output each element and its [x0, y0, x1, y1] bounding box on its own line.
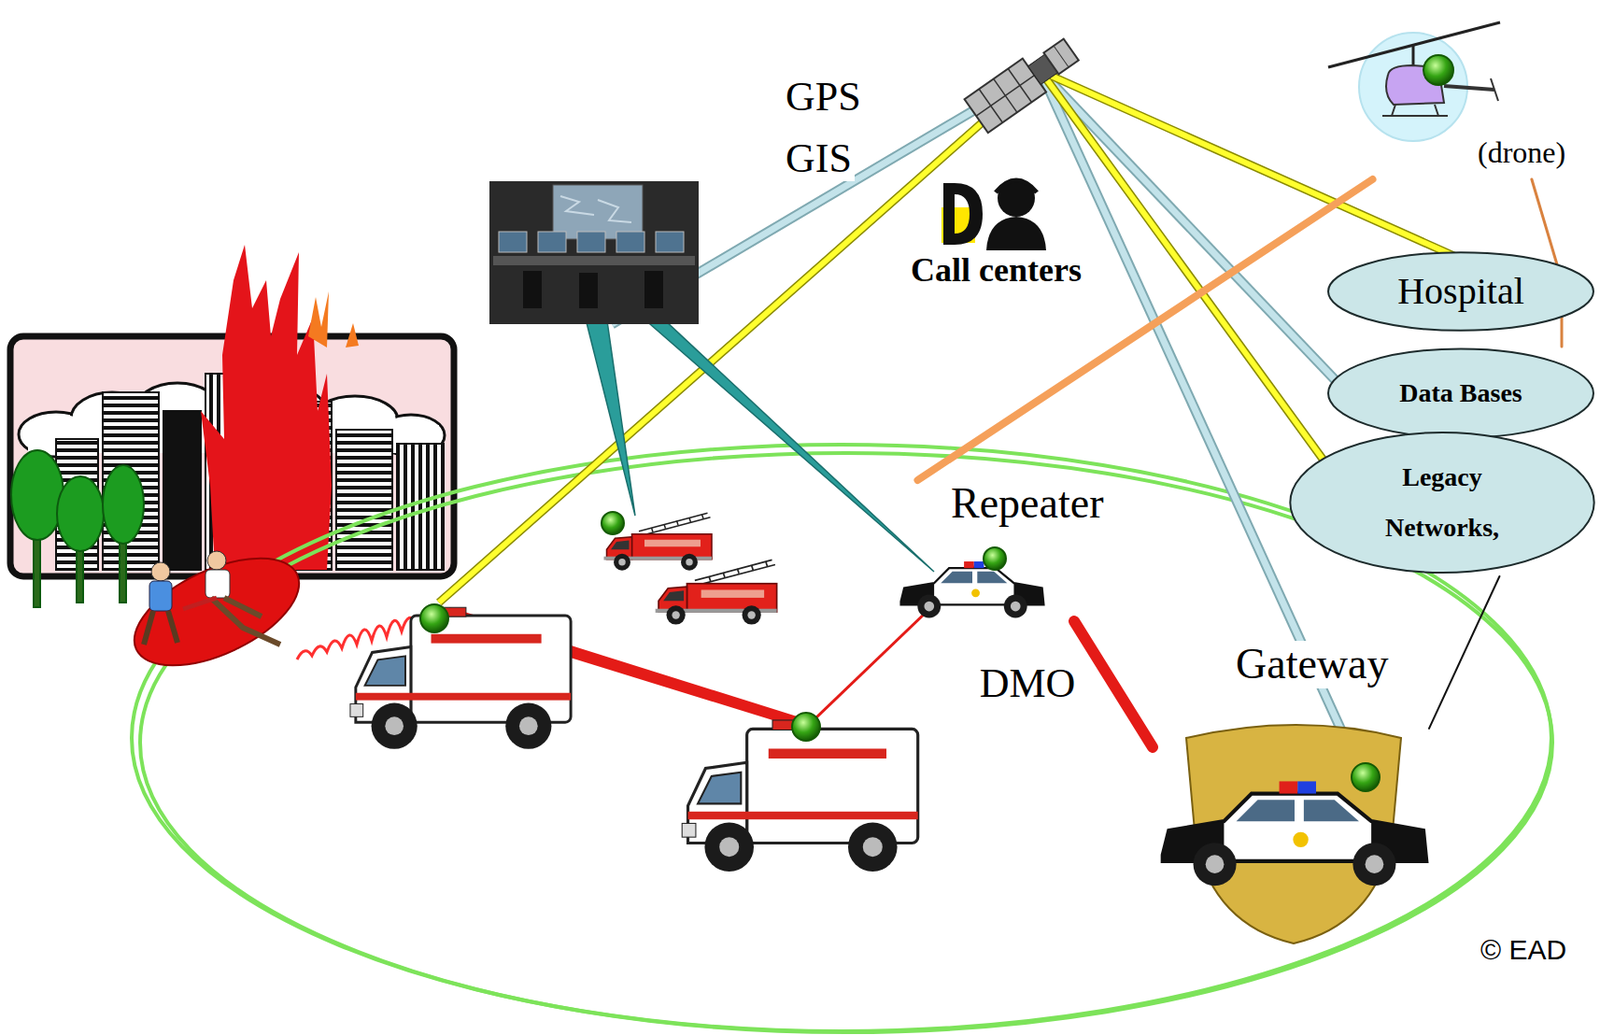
control-room-part — [523, 270, 664, 309]
drone-helicopter-part — [1490, 78, 1499, 101]
gateway-node: Gateway — [1152, 640, 1430, 923]
victims-part — [143, 610, 178, 645]
ellipse-shape — [1328, 252, 1594, 331]
control-room-part — [560, 196, 632, 223]
node-label: Repeater — [948, 480, 1106, 528]
call-center-icon-part — [943, 183, 983, 245]
connector — [1429, 576, 1500, 729]
burning-city-part — [200, 244, 332, 570]
call-center-icon — [941, 179, 1047, 251]
satellite-links — [438, 70, 1465, 776]
text-label: GIS — [782, 136, 855, 182]
ambulances-part — [681, 720, 918, 872]
victims-part — [151, 562, 170, 581]
burning-city-part — [345, 323, 359, 348]
victims-part — [207, 551, 227, 570]
radio-terminals-part — [792, 712, 821, 741]
control-room-part-part — [538, 231, 567, 253]
drone-helicopter-part — [1412, 44, 1416, 68]
satellite-part — [1043, 39, 1078, 75]
radio-terminals-part — [983, 547, 1006, 570]
control-room-part-part — [498, 231, 527, 253]
burning-city-part-part — [163, 410, 201, 570]
node-label: Data Bases — [1399, 379, 1522, 409]
burning-city-part — [11, 450, 144, 608]
victims-part — [118, 536, 315, 688]
node-label: Call centers — [907, 252, 1085, 290]
burning-city-part-part — [336, 429, 393, 570]
edge-label-anchor: DMO — [976, 661, 1079, 707]
node-label: Legacy Networks, — [1362, 452, 1522, 553]
radio-terminals-part — [601, 511, 624, 535]
call-center-icon-part — [986, 216, 1047, 251]
control-room-part — [498, 231, 684, 253]
drone-helicopter-part — [1444, 85, 1495, 90]
control-room-part-part — [655, 231, 684, 253]
text-label: GPS — [782, 74, 864, 120]
radio-terminals-part — [420, 604, 449, 633]
police-cars-part — [901, 561, 1045, 618]
hospital-ellipse: Hospital — [1326, 250, 1596, 333]
connector — [918, 179, 1374, 481]
ambulances — [350, 607, 919, 872]
ellipse-shape — [1328, 349, 1594, 439]
control-room-part-part — [616, 231, 645, 253]
call-center-icon-part — [995, 180, 1037, 193]
edge-label: DMO — [976, 661, 1079, 707]
drone-helicopter-part — [1328, 22, 1501, 68]
burning-city-part-part — [102, 392, 159, 570]
fire-trucks-part — [655, 559, 778, 624]
node-label: (drone) — [1474, 136, 1569, 170]
control-room-part-part — [577, 231, 606, 253]
ambulances-part — [350, 607, 571, 750]
control-room-part-part — [523, 270, 542, 309]
label-anchor: GIS — [782, 136, 855, 182]
call-center-node: Call centers — [896, 168, 1121, 295]
control-room-part — [552, 184, 643, 240]
police-cars-part — [1162, 780, 1428, 886]
control-room-part — [493, 255, 695, 266]
legacy-network-ellipse: Legacy Networks, — [1288, 428, 1597, 577]
satellite-links-part-part — [1040, 70, 1347, 393]
burning-city-part-part — [11, 450, 64, 540]
database-ellipse: Data Bases — [1326, 346, 1596, 440]
burning-city — [10, 244, 454, 608]
victims-part — [183, 597, 217, 609]
label-anchor: © EAD — [1477, 934, 1570, 965]
label-anchor: GPS — [782, 74, 864, 120]
satellite — [964, 32, 1084, 133]
ellipse-outline — [1288, 428, 1597, 577]
fire-trucks — [604, 512, 778, 624]
burning-city-part — [308, 291, 329, 348]
control-room-part — [489, 181, 699, 325]
drone-helicopter-part — [1423, 55, 1454, 85]
control-room — [489, 181, 699, 325]
drone-helicopter-part — [1382, 104, 1448, 116]
repeater-node: Repeater — [892, 480, 1149, 622]
victims-part — [211, 597, 281, 645]
satellite-links-part-part — [1040, 70, 1347, 393]
text-label: © EAD — [1477, 934, 1570, 965]
radio-terminals-part — [1351, 763, 1380, 792]
control-room-part-part — [579, 272, 598, 309]
ellipse-shape — [1289, 432, 1594, 573]
victims — [118, 536, 315, 688]
satellite-part — [1053, 45, 1069, 68]
control-room-part-part — [644, 270, 664, 309]
node-label: Gateway — [1232, 640, 1391, 689]
victims-part — [205, 569, 230, 598]
drone-node: (drone) — [1345, 20, 1596, 180]
drone-helicopter — [1328, 22, 1501, 142]
police-cars — [901, 561, 1428, 886]
burning-city-part-part — [56, 476, 104, 552]
node-label: Hospital — [1397, 270, 1525, 312]
victims-part — [149, 580, 172, 611]
connector — [1074, 621, 1153, 748]
burning-city-part-part — [102, 465, 144, 544]
